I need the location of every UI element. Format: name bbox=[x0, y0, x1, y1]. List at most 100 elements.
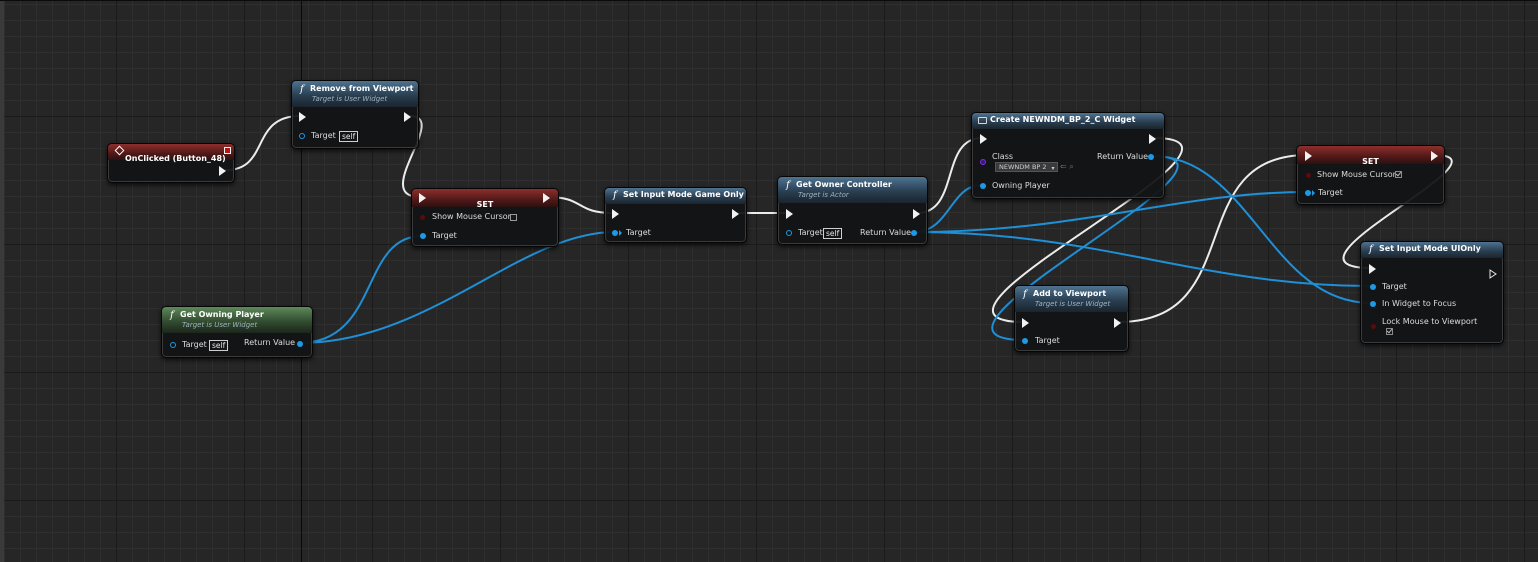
node-remove-from-viewport[interactable]: f Remove from Viewport Target is User Wi… bbox=[291, 80, 419, 149]
show-mouse-cursor-checkbox[interactable] bbox=[510, 214, 517, 221]
graph-left-edge bbox=[0, 0, 4, 562]
node-title: Get Owning Player bbox=[180, 310, 264, 319]
exec-out-pin[interactable] bbox=[543, 193, 550, 203]
target-pin[interactable] bbox=[420, 233, 426, 239]
function-icon: f bbox=[1369, 244, 1373, 255]
return-value-label: Return Value bbox=[860, 228, 912, 237]
object-wire-owningplayer-set1target bbox=[298, 235, 423, 344]
exec-out-pin[interactable] bbox=[732, 209, 739, 219]
owning-player-label: Owning Player bbox=[992, 181, 1050, 190]
node-get-owner-controller[interactable]: f Get Owner Controller Target is Actor T… bbox=[777, 176, 928, 245]
node-header: f Add to Viewport Target is User Widget bbox=[1015, 286, 1128, 312]
exec-out-pin[interactable] bbox=[219, 166, 226, 176]
exec-in-pin[interactable] bbox=[1369, 264, 1376, 274]
exec-in-pin[interactable] bbox=[1022, 318, 1029, 328]
return-value-pin[interactable] bbox=[911, 230, 917, 236]
function-icon: f bbox=[786, 180, 790, 191]
exec-wire-create-addtoviewport bbox=[992, 137, 1184, 323]
show-mouse-cursor-pin[interactable] bbox=[420, 215, 425, 220]
node-title: Get Owner Controller bbox=[796, 180, 892, 189]
delegate-pin-icon[interactable] bbox=[224, 147, 231, 154]
exec-in-pin[interactable] bbox=[612, 209, 619, 219]
node-create-widget[interactable]: Create NEWNDM_BP_2_C Widget Class NEWNDM… bbox=[971, 112, 1165, 199]
show-mouse-cursor-label: Show Mouse Cursor bbox=[432, 212, 511, 221]
class-pin[interactable] bbox=[980, 159, 986, 165]
node-title: Set Input Mode Game Only bbox=[623, 190, 744, 199]
event-diamond-icon bbox=[114, 145, 125, 156]
node-header: SET bbox=[412, 189, 558, 209]
exec-in-pin[interactable] bbox=[980, 134, 987, 144]
exec-in-pin[interactable] bbox=[786, 209, 793, 219]
target-value[interactable]: self bbox=[339, 131, 359, 142]
node-title: SET bbox=[1362, 157, 1379, 166]
exec-wire-getowner-create bbox=[916, 137, 983, 214]
exec-out-pin[interactable] bbox=[404, 112, 411, 122]
node-title: Add to Viewport bbox=[1033, 289, 1107, 298]
node-title: Create NEWNDM_BP_2_C Widget bbox=[990, 115, 1136, 124]
exec-out-pin[interactable] bbox=[1431, 151, 1438, 161]
object-wire-controller-set2target bbox=[913, 191, 1308, 233]
node-get-owning-player[interactable]: f Get Owning Player Target is User Widge… bbox=[161, 306, 313, 358]
target-pin[interactable] bbox=[612, 230, 618, 236]
target-label: Target bbox=[432, 231, 457, 240]
node-onclicked[interactable]: OnClicked (Button_48) bbox=[107, 143, 235, 183]
target-pin[interactable] bbox=[786, 230, 792, 236]
target-pin[interactable] bbox=[1305, 190, 1311, 196]
return-value-label: Return Value bbox=[1097, 152, 1149, 161]
lock-mouse-checkbox[interactable] bbox=[1386, 328, 1393, 335]
exec-out-pin[interactable] bbox=[1489, 264, 1497, 279]
target-pin[interactable] bbox=[1370, 284, 1376, 290]
node-title: SET bbox=[476, 200, 494, 209]
graph-origin-axis-horizontal bbox=[0, 0, 1538, 1]
class-dropdown-value: NEWNDM BP 2 bbox=[999, 163, 1047, 171]
pin-arrow-icon bbox=[619, 230, 622, 236]
function-icon: f bbox=[170, 310, 174, 321]
node-header: f Remove from Viewport Target is User Wi… bbox=[292, 81, 418, 107]
class-label: Class bbox=[992, 152, 1014, 161]
exec-in-pin[interactable] bbox=[419, 193, 426, 203]
exec-in-pin[interactable] bbox=[299, 112, 306, 122]
in-widget-to-focus-pin[interactable] bbox=[1370, 301, 1376, 307]
node-set-show-mouse-cursor-2[interactable]: SET Show Mouse Cursor Target bbox=[1296, 145, 1445, 205]
exec-out-pin[interactable] bbox=[913, 209, 920, 219]
target-pin[interactable] bbox=[170, 342, 176, 348]
node-add-to-viewport[interactable]: f Add to Viewport Target is User Widget … bbox=[1014, 285, 1129, 352]
browse-class-icons[interactable]: ⇐ ⌕ bbox=[1060, 162, 1074, 171]
target-label: Target bbox=[1035, 336, 1060, 345]
target-label: Target bbox=[1382, 282, 1407, 291]
node-header: f Set Input Mode UIOnly bbox=[1361, 242, 1503, 258]
target-label: Target bbox=[626, 228, 651, 237]
target-label: Target bbox=[1318, 188, 1343, 197]
graph-origin-axis-vertical bbox=[301, 0, 302, 562]
chevron-down-icon: ▾ bbox=[1051, 165, 1055, 172]
exec-in-pin[interactable] bbox=[1305, 151, 1312, 161]
node-set-input-mode-game-only[interactable]: f Set Input Mode Game Only Target bbox=[604, 187, 747, 243]
function-icon: f bbox=[613, 190, 617, 201]
target-pin[interactable] bbox=[299, 133, 305, 139]
exec-out-pin[interactable] bbox=[1149, 134, 1156, 144]
widget-icon bbox=[978, 117, 987, 124]
lock-mouse-pin[interactable] bbox=[1371, 324, 1376, 329]
show-mouse-cursor-pin[interactable] bbox=[1306, 173, 1311, 178]
owning-player-pin[interactable] bbox=[980, 183, 986, 189]
node-header: OnClicked (Button_48) bbox=[108, 144, 234, 163]
node-title: OnClicked (Button_48) bbox=[125, 154, 226, 163]
node-set-input-mode-ui-only[interactable]: f Set Input Mode UIOnly Target In Widget… bbox=[1360, 241, 1504, 344]
target-pin[interactable] bbox=[1022, 338, 1028, 344]
show-mouse-cursor-label: Show Mouse Cursor bbox=[1317, 170, 1396, 179]
exec-wire-set2-uionly bbox=[1342, 154, 1453, 269]
target-label: Target bbox=[311, 131, 336, 140]
class-dropdown[interactable]: NEWNDM BP 2 ▾ bbox=[995, 162, 1058, 172]
lock-mouse-label: Lock Mouse to Viewport bbox=[1382, 317, 1478, 326]
function-icon: f bbox=[1023, 289, 1027, 300]
return-value-label: Return Value bbox=[244, 338, 296, 347]
target-value[interactable]: self bbox=[823, 228, 843, 239]
exec-out-pin[interactable] bbox=[1114, 318, 1121, 328]
return-value-pin[interactable] bbox=[1148, 154, 1154, 160]
return-value-pin[interactable] bbox=[297, 341, 303, 347]
node-subtitle: Target is Actor bbox=[798, 191, 849, 199]
target-value[interactable]: self bbox=[209, 340, 229, 351]
node-set-show-mouse-cursor[interactable]: SET Show Mouse Cursor Target bbox=[411, 188, 559, 247]
show-mouse-cursor-checkbox[interactable] bbox=[1395, 171, 1402, 178]
